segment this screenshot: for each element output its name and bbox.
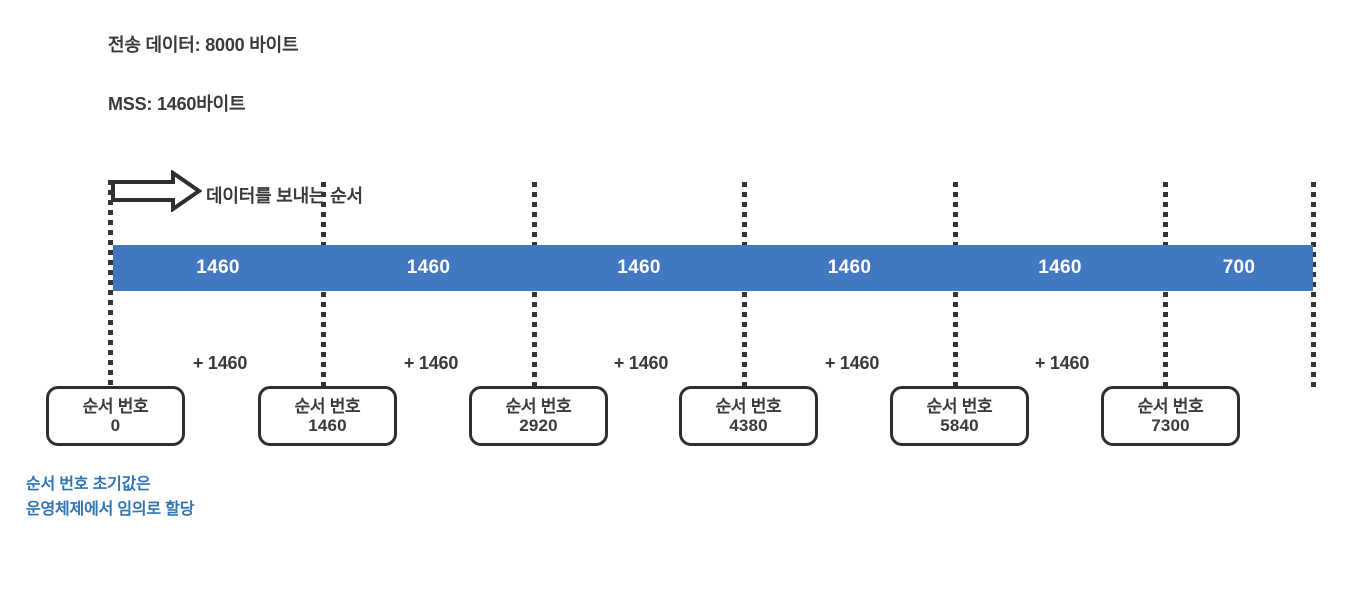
sequence-number-value: 1460 bbox=[308, 416, 347, 435]
increment-text: + 1460 bbox=[613, 353, 669, 373]
increment-label: + 1460 bbox=[1002, 353, 1122, 374]
bar-segment: 1460 bbox=[955, 245, 1165, 291]
right-block-arrow-icon bbox=[110, 169, 203, 217]
sequence-number-box: 순서 번호 0 bbox=[46, 386, 185, 446]
increment-text: + 1460 bbox=[824, 353, 880, 373]
bar-segment: 1460 bbox=[744, 245, 955, 291]
sequence-number-box: 순서 번호 2920 bbox=[469, 386, 608, 446]
sequence-number-title: 순서 번호 bbox=[294, 396, 361, 416]
bar-segment: 1460 bbox=[323, 245, 534, 291]
sequence-number-title: 순서 번호 bbox=[1137, 396, 1204, 416]
bar-segment-label: 1460 bbox=[617, 257, 661, 278]
sequence-number-value: 4380 bbox=[729, 416, 768, 435]
sequence-number-box: 순서 번호 1460 bbox=[258, 386, 397, 446]
sequence-number-title: 순서 번호 bbox=[715, 396, 782, 416]
sequence-number-box: 순서 번호 5840 bbox=[890, 386, 1029, 446]
increment-text: + 1460 bbox=[192, 353, 248, 373]
initial-sequence-note-line1: 순서 번호 초기값은 bbox=[26, 476, 151, 493]
bar-segment-label: 1460 bbox=[406, 257, 451, 278]
bar-segment: 700 bbox=[1165, 245, 1313, 291]
sequence-number-value: 7300 bbox=[1151, 416, 1190, 435]
increment-text: + 1460 bbox=[403, 353, 459, 373]
bar-segment-label: 1460 bbox=[196, 257, 240, 278]
sequence-number-value: 0 bbox=[110, 416, 121, 435]
guide-line-6 bbox=[1311, 182, 1316, 388]
sequence-number-value: 2920 bbox=[519, 416, 558, 435]
bar-segment-label: 700 bbox=[1222, 257, 1256, 278]
flow-direction-label: 데이터를 보내는 순서 bbox=[206, 186, 363, 206]
sequence-number-title: 순서 번호 bbox=[82, 396, 149, 416]
bar-segment-label: 1460 bbox=[827, 257, 872, 278]
increment-text: + 1460 bbox=[1034, 353, 1090, 373]
total-data-label: 전송 데이터: 8000 바이트 bbox=[108, 35, 299, 55]
mss-label: MSS: 1460바이트 bbox=[108, 94, 246, 114]
bar-segment-label: 1460 bbox=[1038, 257, 1082, 278]
increment-label: + 1460 bbox=[371, 353, 491, 374]
increment-label: + 1460 bbox=[581, 353, 701, 374]
initial-sequence-note: 순서 번호 초기값은 운영체제에서 임의로 할당 bbox=[26, 473, 194, 523]
sequence-number-box: 순서 번호 7300 bbox=[1101, 386, 1240, 446]
guide-line-0 bbox=[108, 180, 113, 388]
increment-label: + 1460 bbox=[160, 353, 280, 374]
increment-label: + 1460 bbox=[792, 353, 912, 374]
data-stream-bar: 1460 1460 1460 1460 1460 700 bbox=[113, 245, 1313, 291]
sequence-number-value: 5840 bbox=[940, 416, 979, 435]
sequence-number-box: 순서 번호 4380 bbox=[679, 386, 818, 446]
sequence-number-title: 순서 번호 bbox=[505, 396, 572, 416]
initial-sequence-note-line2: 운영체제에서 임의로 할당 bbox=[26, 500, 195, 518]
sequence-number-title: 순서 번호 bbox=[926, 396, 993, 416]
bar-segment: 1460 bbox=[534, 245, 744, 291]
bar-segment: 1460 bbox=[113, 245, 323, 291]
